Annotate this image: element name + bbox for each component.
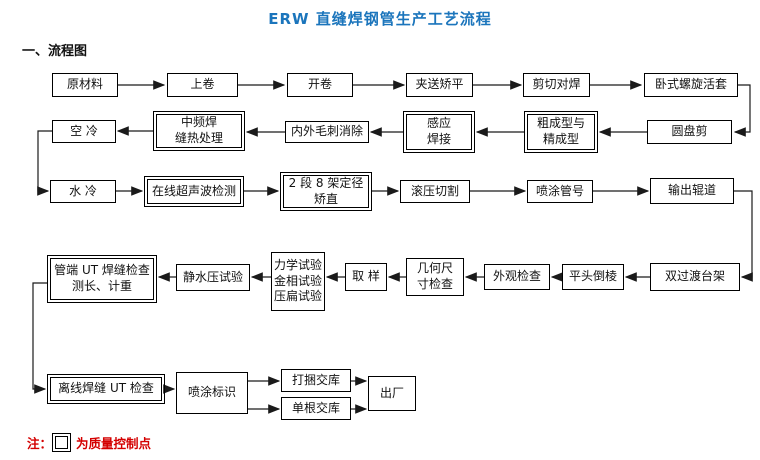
flow-node-induction-welding: 感应 焊接 <box>403 111 475 153</box>
flow-node-hydrostatic-test: 静水压试验 <box>176 264 250 291</box>
flow-node-pipe-end-ut: 管端 UT 焊缝检查 测长、计重 <box>47 255 157 303</box>
flow-node-bundled-delivery: 打捆交库 <box>281 369 351 392</box>
flow-node-mf-seam-heat-treatment: 中频焊 缝热处理 <box>153 111 245 151</box>
flow-node-offline-seam-ut: 离线焊缝 UT 检查 <box>47 374 165 404</box>
flow-node-uncoiling: 开卷 <box>287 73 353 97</box>
flow-node-delivery: 出厂 <box>368 376 416 411</box>
legend-note-prefix: 注： <box>27 436 53 451</box>
flow-node-online-ultrasonic-testing: 在线超声波检测 <box>144 176 244 207</box>
quality-control-point-icon <box>52 433 72 452</box>
flow-node-horizontal-spiral-looper: 卧式螺旋活套 <box>644 73 738 97</box>
legend-note: 注： 为质量控制点 <box>27 433 151 452</box>
flow-node-water-cooling: 水 冷 <box>50 180 116 203</box>
flow-node-visual-inspection: 外观检查 <box>484 264 550 290</box>
flow-node-output-roller-table: 输出辊道 <box>650 178 734 204</box>
flow-node-geometry-inspection: 几何尺 寸检查 <box>406 258 464 296</box>
flow-node-burr-removal: 内外毛刺消除 <box>285 121 369 143</box>
page-title: ERW 直缝焊钢管生产工艺流程 <box>268 10 492 28</box>
flow-node-lab-tests: 力学试验 金相试验 压扁试验 <box>271 252 325 311</box>
flow-node-air-cooling: 空 冷 <box>52 120 116 143</box>
flow-node-sampling: 取 样 <box>345 263 387 291</box>
flow-node-pinch-leveling: 夹送矫平 <box>406 73 473 97</box>
flow-node-facing-beveling: 平头倒棱 <box>562 264 624 290</box>
flow-node-disc-shear: 圆盘剪 <box>647 120 732 144</box>
flow-node-spray-pipe-number: 喷涂管号 <box>527 180 593 203</box>
flow-node-coil-loading: 上卷 <box>167 73 238 97</box>
flow-node-double-transition-rack: 双过渡台架 <box>650 263 740 291</box>
section-heading: 一、流程图 <box>22 44 88 59</box>
flow-node-spray-marking: 喷涂标识 <box>176 372 248 414</box>
flow-node-rough-fine-forming: 粗成型与 精成型 <box>524 111 598 153</box>
flow-node-single-delivery: 单根交库 <box>281 397 351 420</box>
flow-node-roll-cutting: 滚压切割 <box>400 180 470 203</box>
edge-arrow <box>32 282 47 394</box>
flow-node-shear-butt-welding: 剪切对焊 <box>523 73 590 97</box>
flow-node-raw-material: 原材料 <box>52 73 118 97</box>
legend-note-suffix: 为质量控制点 <box>76 436 152 451</box>
flow-node-sizing-straightening: 2 段 8 架定径 矫直 <box>280 172 372 211</box>
